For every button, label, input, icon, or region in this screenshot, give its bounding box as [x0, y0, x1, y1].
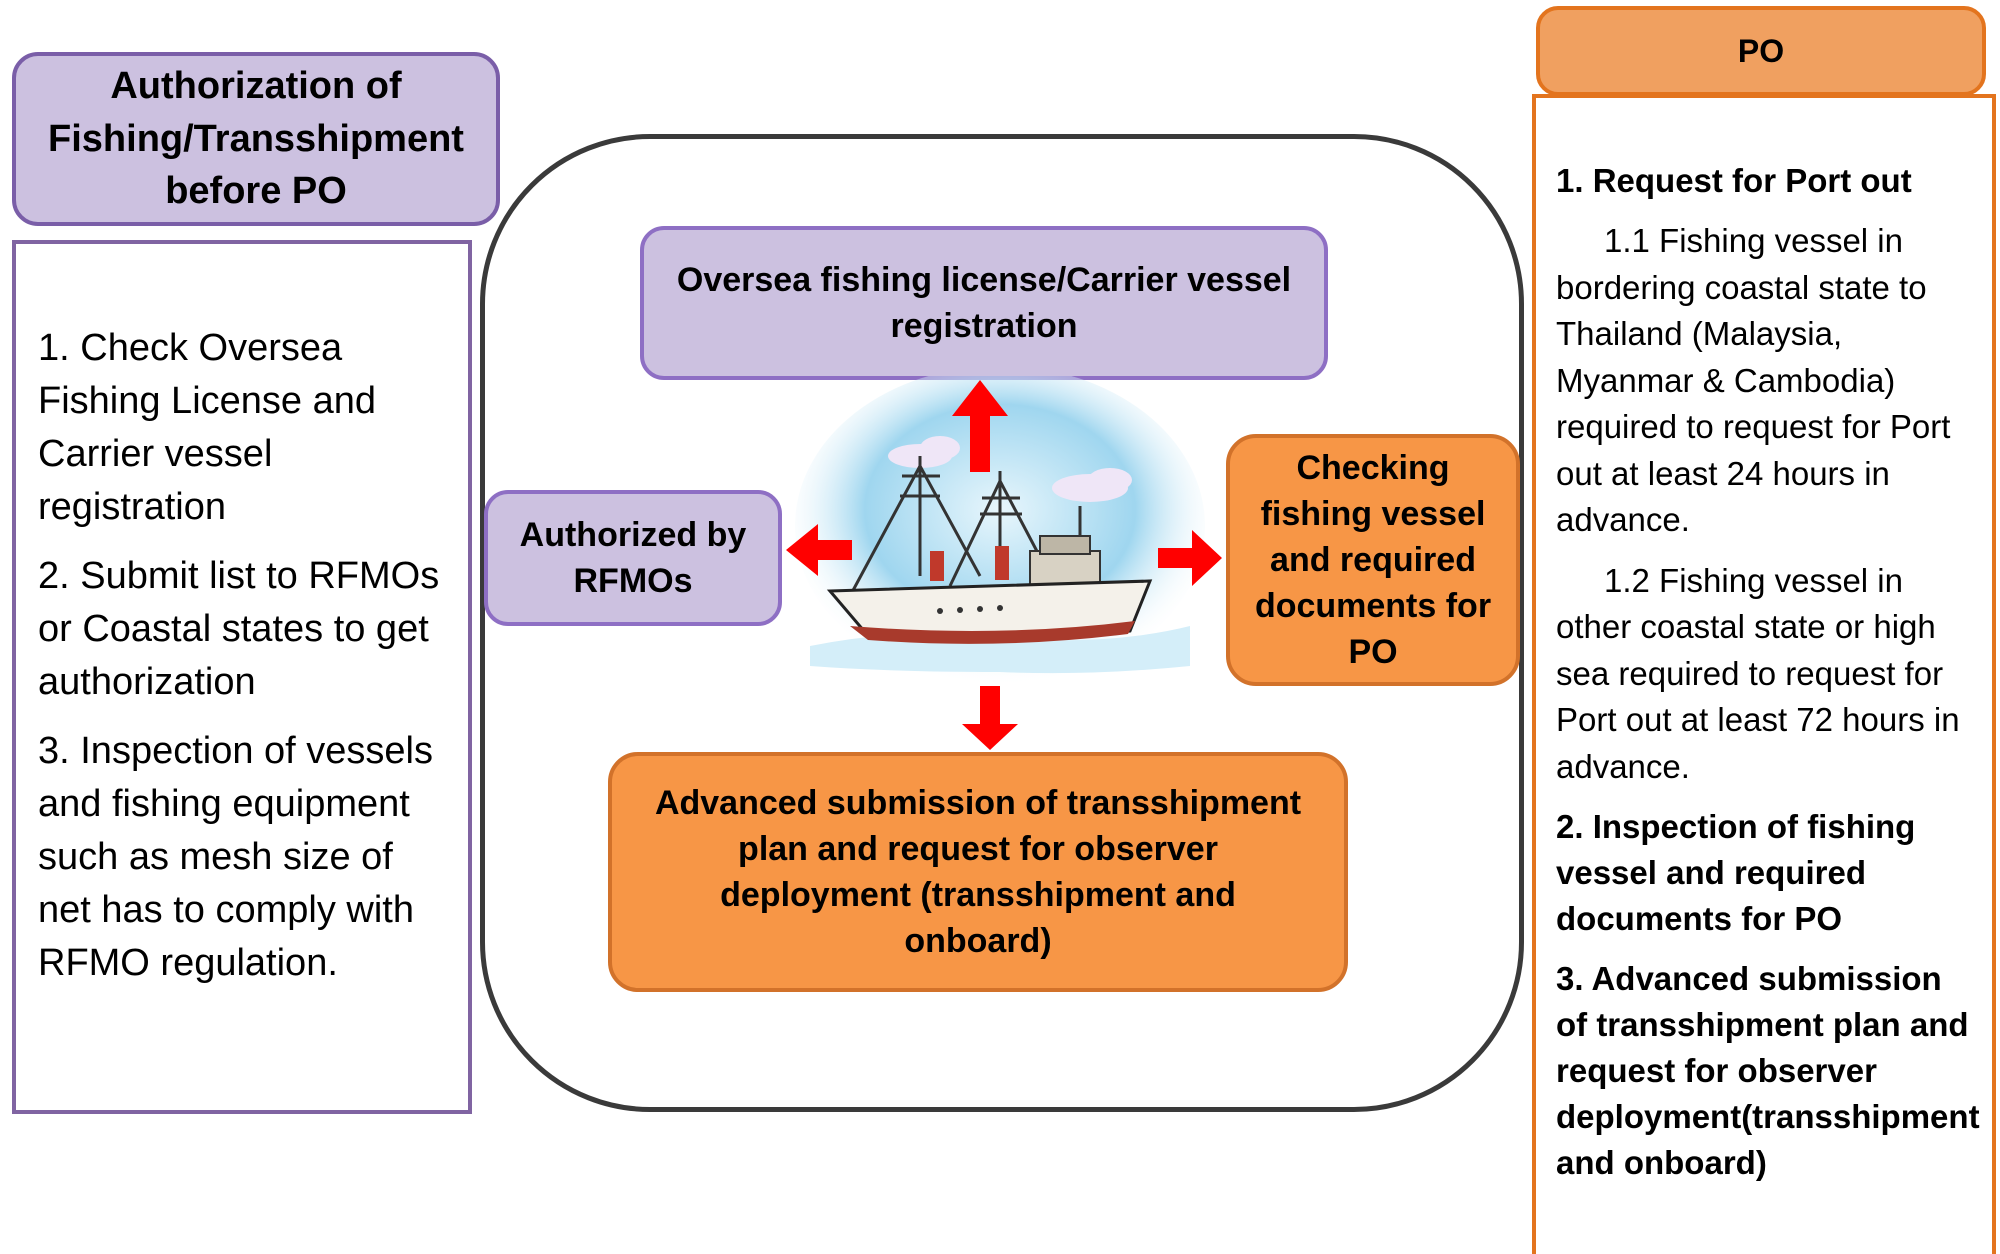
left-panel-body: 1. Check Oversea Fishing License and Car… [12, 240, 472, 1114]
left-list-item: 1. Check Oversea Fishing License and Car… [38, 327, 376, 528]
license-registration-box: Oversea fishing license/Carrier vessel r… [640, 226, 1328, 380]
po-paragraph: 1.2 Fishing vessel in other coastal stat… [1556, 561, 1960, 785]
po-panel-body: 1. Request for Port out 1.1 Fishing vess… [1532, 94, 1996, 1254]
fishing-vessel-image [795, 376, 1205, 686]
po-heading-submission: 3. Advanced submission of transshipment … [1556, 960, 1980, 1181]
transshipment-plan-box: Advanced submission of transshipment pla… [608, 752, 1348, 992]
po-heading-request: 1. Request for Port out [1556, 162, 1912, 199]
left-panel-title: Authorization of Fishing/Transshipment b… [12, 52, 500, 226]
authorized-by-rfmos-box: Authorized by RFMOs [484, 490, 782, 626]
checking-vessel-box: Checking fishing vessel and required doc… [1226, 434, 1520, 686]
left-list-item: 2. Submit list to RFMOs or Coastal state… [38, 555, 440, 703]
po-paragraph: 1.1 Fishing vessel in bordering coastal … [1556, 222, 1951, 538]
po-title: PO [1536, 6, 1986, 96]
po-heading-inspection: 2. Inspection of fishing vessel and requ… [1556, 808, 1916, 937]
left-list-item: 3. Inspection of vessels and fishing equ… [38, 730, 433, 984]
